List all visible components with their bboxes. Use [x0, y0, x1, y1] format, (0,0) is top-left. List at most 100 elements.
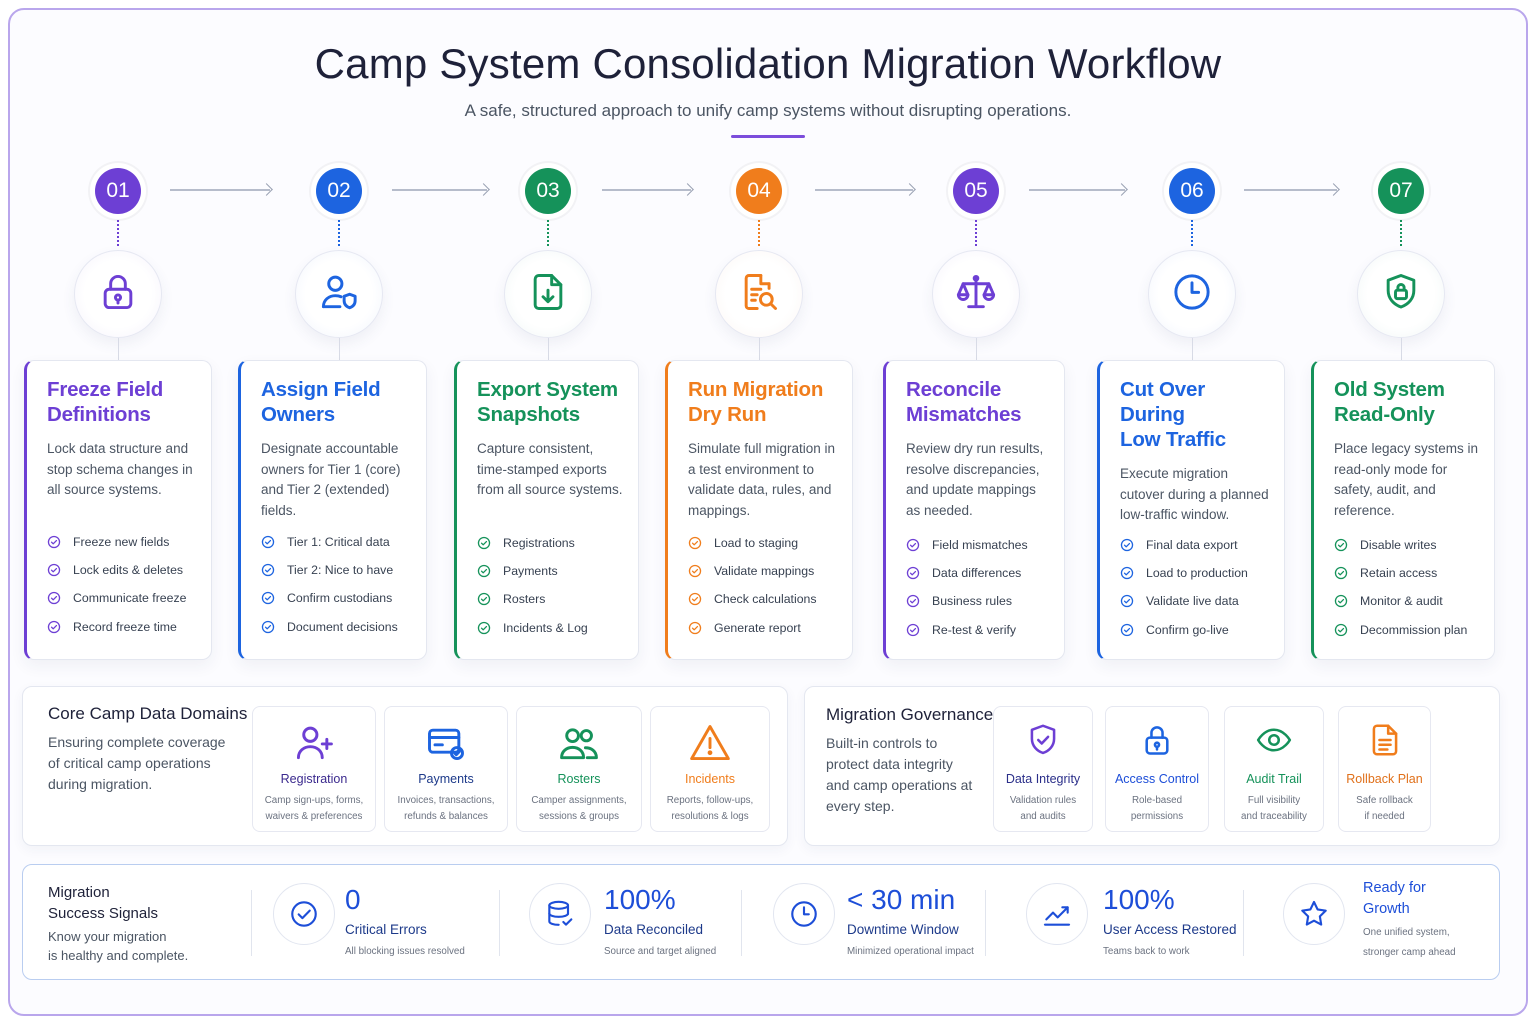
tile-title: Registration	[280, 772, 348, 786]
check-circle-icon	[1120, 538, 1146, 552]
check-circle-icon	[1120, 594, 1146, 608]
checklist-item: Registrations	[477, 529, 632, 557]
step-number-badge: 05	[953, 168, 999, 214]
tile-description-line: resolutions & logs	[671, 811, 749, 822]
document-list-icon	[1339, 721, 1430, 759]
checklist-item-label: Load to production	[1146, 566, 1248, 581]
check-circle-icon	[906, 594, 932, 608]
checklist-item-label: Lock edits & deletes	[73, 563, 184, 578]
success-signals-panel	[22, 864, 1500, 980]
checklist-item: Re-test & verify	[906, 616, 1058, 644]
flow-arrow	[170, 189, 270, 191]
check-circle-icon	[261, 591, 287, 605]
tile-description-line: waivers & preferences	[265, 811, 363, 822]
step-number-badge: 01	[95, 168, 141, 214]
flow-arrow	[602, 189, 691, 191]
star-icon	[1298, 898, 1330, 930]
step-title-line: Owners	[261, 403, 335, 426]
growth-description-line: stronger camp ahead	[1363, 947, 1456, 958]
step-stem-line	[759, 338, 760, 360]
checklist-item: Data differences	[906, 559, 1058, 587]
checklist-item-label: Communicate freeze	[73, 591, 187, 606]
tile-title: Payments	[418, 772, 474, 786]
check-circle-icon	[1334, 623, 1360, 637]
step-stem-line	[1401, 338, 1402, 360]
step-description: Lock data structure and stop schema chan…	[47, 441, 193, 498]
growth-title-line: Ready for	[1363, 880, 1426, 896]
tile-description: Reports, follow-ups,resolutions & logs	[655, 793, 765, 825]
signal-divider	[1243, 890, 1244, 956]
checklist-item-label: Check calculations	[714, 592, 817, 607]
checklist-item-label: Confirm custodians	[287, 591, 393, 606]
flow-arrow	[392, 189, 487, 191]
shield-lock-icon	[1379, 270, 1423, 319]
checklist-item-label: Freeze new fields	[73, 535, 170, 550]
step-icon-circle	[932, 250, 1020, 338]
checklist-item-label: Load to staging	[714, 536, 799, 551]
step-number-badge: 07	[1378, 168, 1424, 214]
checklist-item-label: Incidents & Log	[503, 620, 588, 635]
check-circle-icon	[1120, 623, 1146, 637]
step-number-badge: 03	[525, 168, 571, 214]
step-title-line: Export System	[477, 378, 618, 401]
step-number-badge: 02	[316, 168, 362, 214]
checklist-item-label: Record freeze time	[73, 619, 177, 634]
check-circle-icon	[1334, 538, 1360, 552]
step-description: Designate accountable owners for Tier 1 …	[261, 441, 401, 518]
checklist-item-label: Tier 1: Critical data	[287, 535, 390, 550]
tile-description-line: refunds & balances	[404, 811, 488, 822]
growth-description-line: One unified system,	[1363, 927, 1450, 938]
signal-subtext: All blocking issues resolved	[345, 946, 465, 957]
signal-divider	[741, 890, 742, 956]
checklist-item: Validate mappings	[688, 557, 846, 585]
scales-icon	[954, 270, 998, 319]
step-number-badge: 04	[736, 168, 782, 214]
step-stem-line	[976, 338, 977, 360]
signal-subtext: Teams back to work	[1103, 946, 1190, 957]
check-circle-icon	[477, 592, 503, 606]
checklist-item-label: Disable writes	[1360, 538, 1437, 553]
checklist-item: Incidents & Log	[477, 614, 632, 642]
step-title-line: Old System	[1334, 378, 1445, 401]
signals-title: Migration Success Signals	[48, 882, 158, 924]
signal-label: User Access Restored	[1103, 922, 1237, 937]
step-title-line: Dry Run	[688, 403, 767, 426]
lock-icon	[96, 270, 140, 319]
step-stem-line	[548, 338, 549, 360]
step-connector	[758, 220, 760, 246]
checklist-item: Tier 2: Nice to have	[261, 556, 420, 584]
checklist-item: Lock edits & deletes	[47, 556, 205, 584]
step-stem-line	[1192, 338, 1193, 360]
check-circle-icon	[47, 563, 73, 577]
check-circle-icon	[477, 564, 503, 578]
step-connector	[975, 220, 977, 246]
signal-icon-circle	[273, 883, 335, 945]
domains-description: Ensuring complete coverage of critical c…	[48, 734, 226, 792]
step-stem-line	[118, 338, 119, 360]
tile-description-line: and audits	[1020, 811, 1066, 822]
signals-description-line: is healthy and complete.	[48, 948, 189, 963]
signal-icon-circle	[1283, 883, 1345, 945]
file-download-icon	[526, 270, 570, 319]
domains-title: Core Camp Data Domains	[48, 704, 248, 723]
step-number-badge: 06	[1169, 168, 1215, 214]
check-circle-icon	[477, 621, 503, 635]
checklist-item-label: Confirm go-live	[1146, 622, 1229, 637]
signal-divider	[499, 890, 500, 956]
checklist-item-label: Decommission plan	[1360, 622, 1468, 637]
checklist-item-label: Monitor & audit	[1360, 594, 1443, 609]
checklist-item-label: Document decisions	[287, 619, 398, 634]
flow-arrow	[815, 189, 913, 191]
checklist-item: Tier 1: Critical data	[261, 528, 420, 556]
step-connector	[1191, 220, 1193, 246]
